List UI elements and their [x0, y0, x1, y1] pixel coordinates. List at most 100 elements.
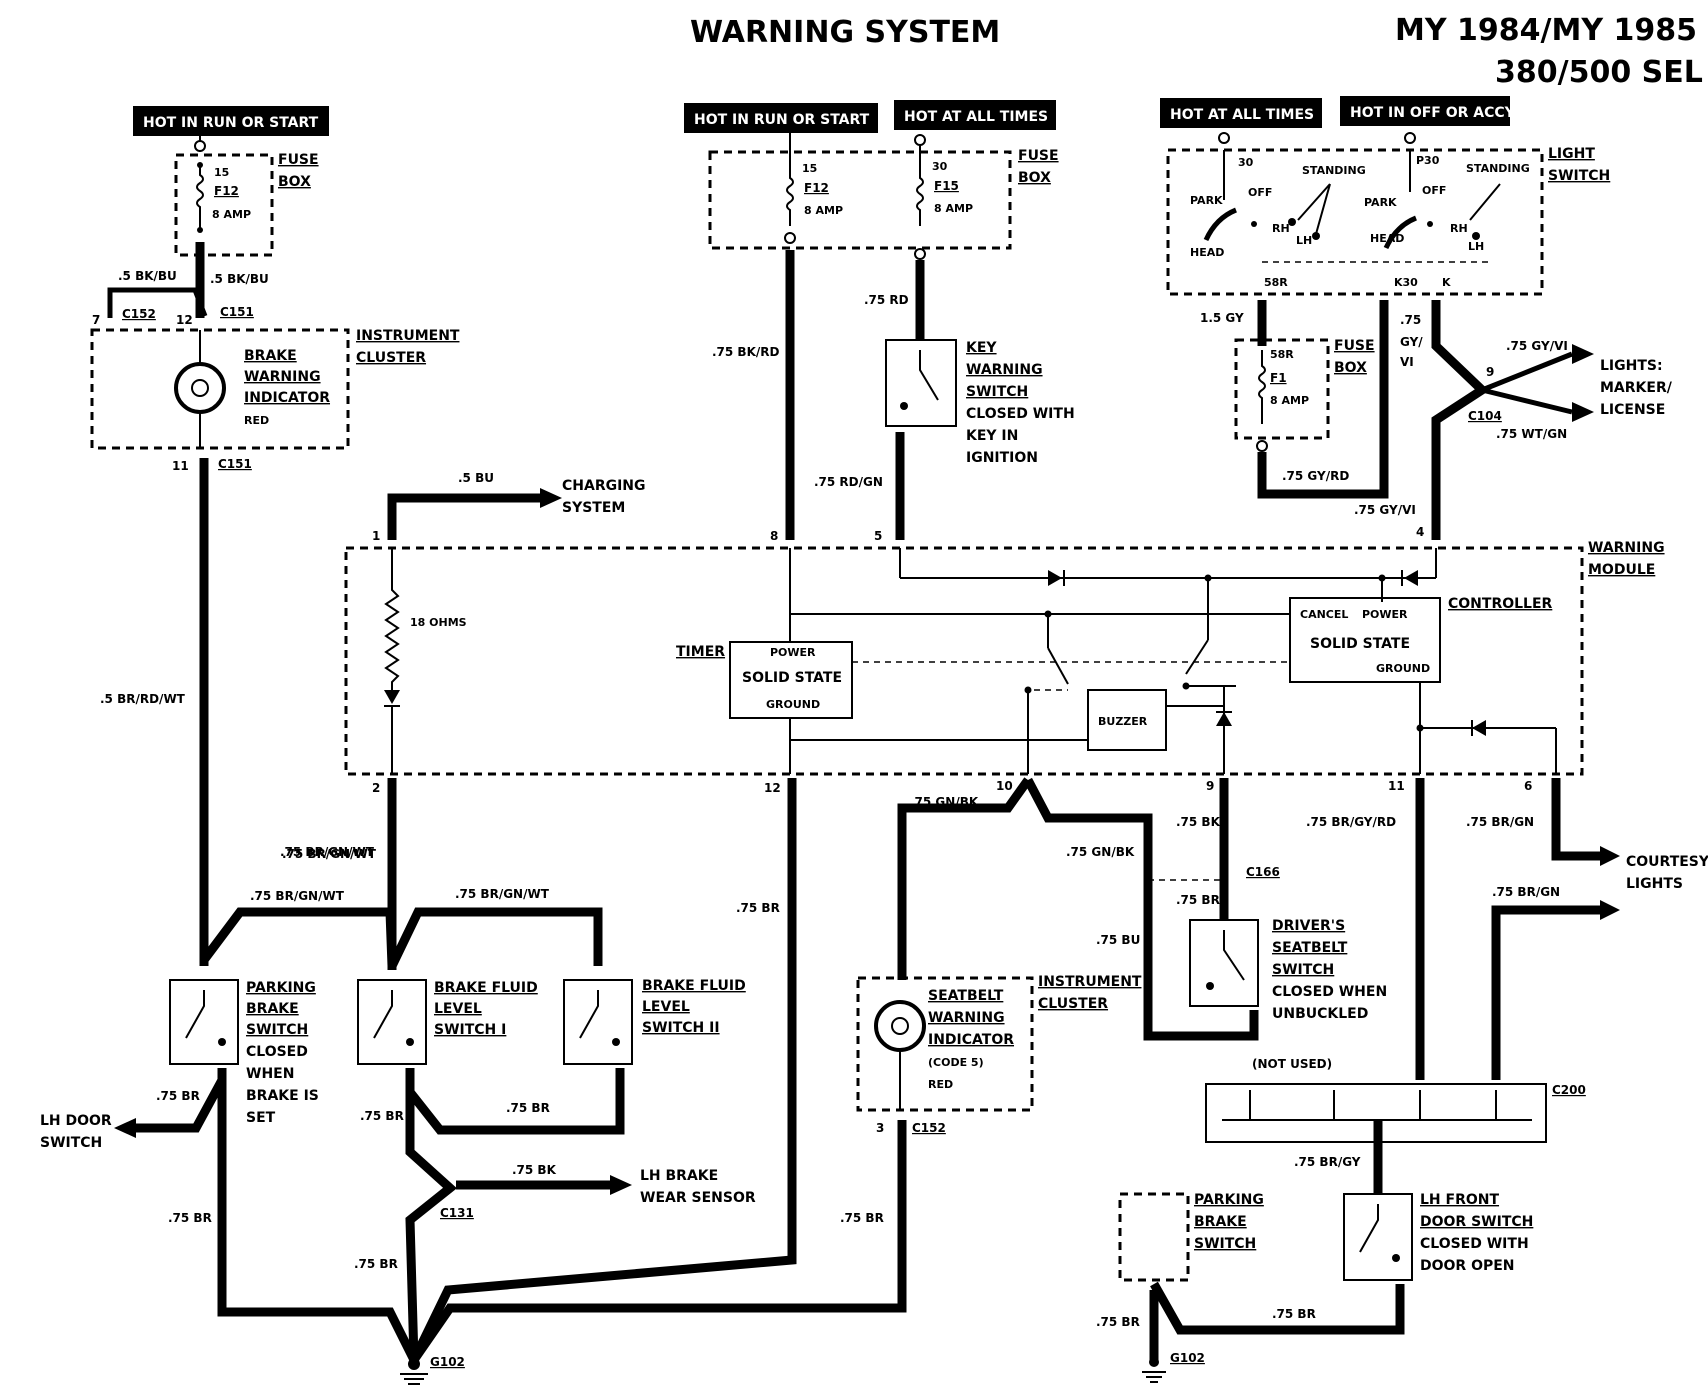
svg-text:SWITCH II: SWITCH II — [642, 1020, 720, 1036]
svg-text:G102: G102 — [430, 1355, 465, 1369]
svg-text:COURTESY: COURTESY — [1626, 854, 1708, 870]
svg-text:12: 12 — [176, 313, 193, 327]
svg-text:30: 30 — [932, 160, 948, 173]
svg-text:.75 BR: .75 BR — [360, 1109, 404, 1123]
svg-text:6: 6 — [1524, 779, 1532, 793]
svg-text:LH BRAKE: LH BRAKE — [640, 1168, 718, 1184]
svg-text:DRIVER'S: DRIVER'S — [1272, 918, 1345, 934]
svg-text:.75 WT/GN: .75 WT/GN — [1496, 427, 1567, 441]
svg-text:POWER: POWER — [770, 646, 816, 659]
svg-text:.75 BK/RD: .75 BK/RD — [712, 345, 780, 359]
svg-text:3: 3 — [876, 1121, 884, 1135]
svg-text:(NOT USED): (NOT USED) — [1252, 1057, 1332, 1071]
drivers-seatbelt-switch — [1189, 919, 1259, 1007]
svg-text:LIGHTS: LIGHTS — [1626, 876, 1683, 892]
svg-text:BOX: BOX — [278, 174, 311, 190]
svg-text:CLOSED WHEN: CLOSED WHEN — [1272, 984, 1387, 1000]
svg-text:.75 BR/GN/WT: .75 BR/GN/WT — [280, 845, 375, 859]
svg-text:GY/: GY/ — [1400, 335, 1423, 349]
svg-text:8: 8 — [770, 529, 778, 543]
svg-text:.75 BR/GN: .75 BR/GN — [1492, 885, 1560, 899]
svg-text:.75 GY/VI: .75 GY/VI — [1506, 339, 1568, 353]
svg-text:RH: RH — [1272, 222, 1290, 235]
svg-text:F1: F1 — [1270, 371, 1287, 385]
svg-text:TIMER: TIMER — [676, 644, 725, 660]
svg-text:.75 BU: .75 BU — [1096, 933, 1140, 947]
svg-text:.75 BR: .75 BR — [1272, 1307, 1316, 1321]
svg-text:MARKER/: MARKER/ — [1600, 380, 1673, 396]
brake-fluid-switch-2 — [563, 979, 633, 1065]
svg-text:BRAKE: BRAKE — [246, 1001, 299, 1017]
svg-text:SOLID STATE: SOLID STATE — [1310, 636, 1410, 652]
instrument-cluster-top — [90, 328, 350, 450]
power-tag-mid-all: HOT AT ALL TIMES — [894, 100, 1056, 130]
model-year: MY 1984/MY 1985 — [1395, 13, 1697, 48]
seatbelt-warning-lamp-icon — [874, 1000, 926, 1052]
fuse-element-left — [196, 165, 204, 230]
power-tag-right-off-accy: HOT IN OFF OR ACCY — [1340, 96, 1516, 126]
svg-text:PARKING: PARKING — [1194, 1192, 1264, 1208]
svg-text:SEATBELT: SEATBELT — [1272, 940, 1348, 956]
svg-text:SYSTEM: SYSTEM — [562, 500, 625, 516]
svg-text:WARNING: WARNING — [966, 362, 1043, 378]
svg-text:LH: LH — [1296, 234, 1312, 247]
svg-text:F12: F12 — [804, 181, 829, 195]
controller-block — [1289, 597, 1441, 683]
svg-text:C104: C104 — [1468, 409, 1502, 423]
svg-text:BRAKE FLUID: BRAKE FLUID — [642, 978, 746, 994]
svg-text:INSTRUMENT: INSTRUMENT — [356, 328, 460, 344]
svg-text:.75 BR/GN/WT: .75 BR/GN/WT — [282, 847, 377, 861]
svg-text:8 AMP: 8 AMP — [212, 208, 251, 221]
svg-text:LH: LH — [1468, 240, 1484, 253]
svg-text:.75 GY/RD: .75 GY/RD — [1282, 469, 1349, 483]
brake-fluid-switch-1 — [357, 979, 427, 1065]
svg-text:SWITCH: SWITCH — [966, 384, 1028, 400]
svg-text:HOT IN OFF OR ACCY: HOT IN OFF OR ACCY — [1350, 105, 1516, 121]
svg-text:SWITCH: SWITCH — [1548, 168, 1610, 184]
svg-text:SWITCH: SWITCH — [1194, 1236, 1256, 1252]
svg-text:FUSE: FUSE — [278, 152, 319, 168]
svg-text:K30: K30 — [1394, 276, 1418, 289]
svg-text:VI: VI — [1400, 355, 1414, 369]
fuse-box-left — [174, 153, 274, 257]
svg-text:INSTRUMENT: INSTRUMENT — [1038, 974, 1142, 990]
lh-front-door-switch — [1343, 1193, 1413, 1281]
svg-text:BOX: BOX — [1018, 170, 1051, 186]
svg-text:.75 GN/BK: .75 GN/BK — [1066, 845, 1135, 859]
svg-text:.5 BK/BU: .5 BK/BU — [210, 272, 269, 286]
svg-text:5: 5 — [874, 529, 882, 543]
svg-text:.5 BR/RD/WT: .5 BR/RD/WT — [100, 692, 186, 706]
svg-text:CLOSED WITH: CLOSED WITH — [1420, 1236, 1529, 1252]
svg-text:LICENSE: LICENSE — [1600, 402, 1665, 418]
svg-text:GROUND: GROUND — [1376, 662, 1430, 675]
svg-text:INDICATOR: INDICATOR — [244, 390, 330, 406]
svg-text:OFF: OFF — [1248, 186, 1272, 199]
svg-text:HOT AT ALL TIMES: HOT AT ALL TIMES — [1170, 107, 1314, 123]
light-switch — [1166, 148, 1544, 296]
key-warning-switch — [885, 339, 957, 427]
svg-text:8 AMP: 8 AMP — [934, 202, 973, 215]
svg-text:.75 BR/GY: .75 BR/GY — [1294, 1155, 1361, 1169]
svg-text:.75 BR: .75 BR — [354, 1257, 398, 1271]
power-tag-left: HOT IN RUN OR START — [133, 106, 329, 136]
svg-text:SOLID STATE: SOLID STATE — [742, 670, 842, 686]
svg-text:PARK: PARK — [1190, 194, 1223, 207]
power-tag-mid-run: HOT IN RUN OR START — [684, 103, 878, 133]
svg-text:UNBUCKLED: UNBUCKLED — [1272, 1006, 1368, 1022]
svg-text:LH DOOR: LH DOOR — [40, 1113, 112, 1129]
svg-text:P30: P30 — [1416, 154, 1440, 167]
instrument-cluster-seatbelt — [856, 976, 1034, 1112]
svg-text:K: K — [1442, 276, 1451, 289]
fuse-box-right — [1234, 338, 1330, 440]
svg-text:58R: 58R — [1264, 276, 1288, 289]
svg-text:LIGHTS:: LIGHTS: — [1600, 358, 1663, 374]
svg-text:MODULE: MODULE — [1588, 562, 1655, 578]
svg-text:CONTROLLER: CONTROLLER — [1448, 596, 1553, 612]
svg-text:BRAKE IS: BRAKE IS — [246, 1088, 319, 1104]
brake-warning-lamp-icon — [174, 362, 226, 414]
svg-text:CLOSED WITH: CLOSED WITH — [966, 406, 1075, 422]
svg-text:WARNING: WARNING — [928, 1010, 1005, 1026]
svg-text:OFF: OFF — [1422, 184, 1446, 197]
parking-brake-switch — [169, 979, 239, 1065]
svg-text:LH FRONT: LH FRONT — [1420, 1192, 1499, 1208]
